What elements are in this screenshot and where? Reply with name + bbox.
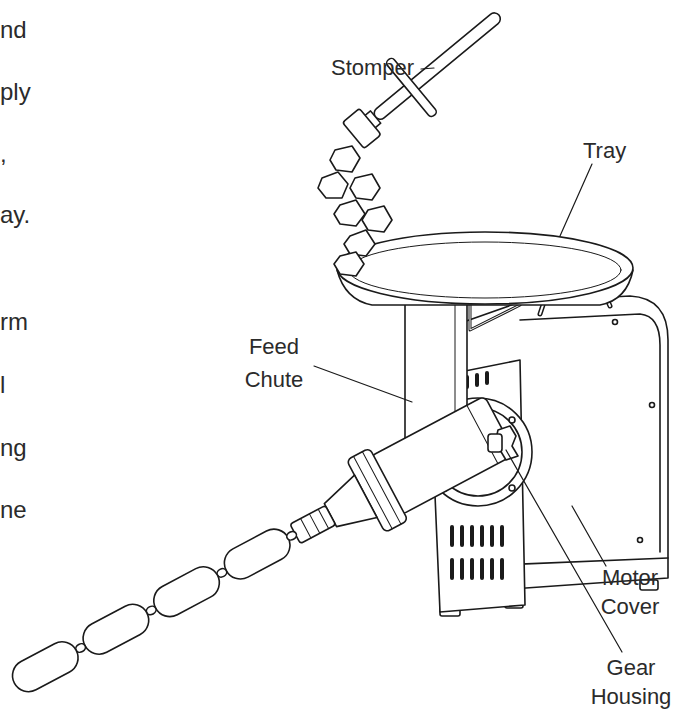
text-fragment: nd xyxy=(0,16,27,44)
text-fragment: l xyxy=(0,371,5,399)
text-fragment: , xyxy=(0,140,7,168)
part-label: Tray xyxy=(583,138,626,164)
text-fragment: ne xyxy=(0,496,27,524)
tray xyxy=(337,232,633,305)
part-label: Feed Chute xyxy=(228,330,320,396)
text-fragment: ay. xyxy=(0,201,30,229)
locking-knob xyxy=(488,426,518,460)
meat-chunks xyxy=(318,146,392,276)
part-label: Gear Housing xyxy=(580,653,681,711)
text-fragment: ng xyxy=(0,434,27,462)
text-fragment: ply xyxy=(0,78,31,106)
part-label: Stomper xyxy=(331,55,414,81)
sausage-links xyxy=(7,519,304,697)
grinder-head xyxy=(0,389,519,720)
stomper xyxy=(330,0,522,163)
leader-lines xyxy=(314,68,622,652)
text-fragment: rm xyxy=(0,308,28,336)
part-label: Motor Cover xyxy=(585,563,675,621)
